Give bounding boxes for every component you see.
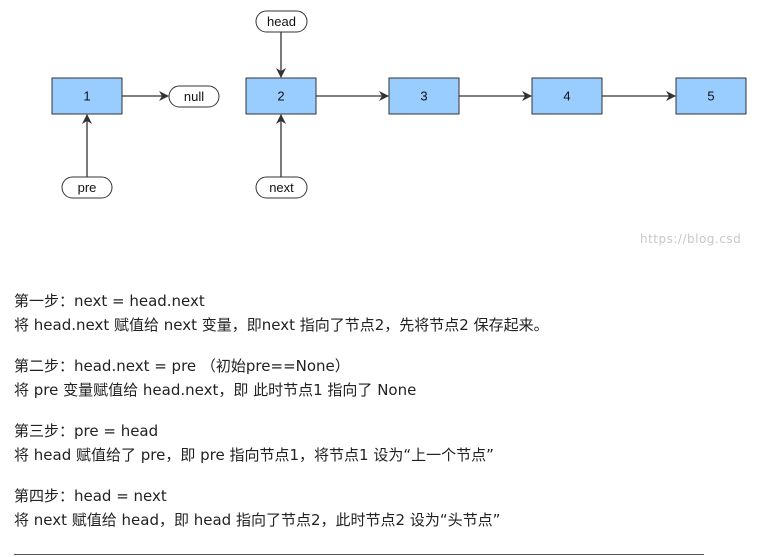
list-node-4: 4 bbox=[531, 77, 603, 115]
pointer-label: null bbox=[184, 89, 204, 104]
watermark-text: https://blog.csd bbox=[640, 232, 742, 246]
pointer-null: null bbox=[168, 85, 220, 108]
step-description: 将 next 赋值给 head，即 head 指向了节点2，此时节点2 设为“头… bbox=[14, 511, 501, 529]
step-title: 第四步：head = next bbox=[14, 487, 167, 505]
pointer-pill bbox=[255, 176, 308, 199]
pointer-head: head bbox=[255, 10, 308, 33]
step-1: 第一步：next = head.next 将 head.next 赋值给 nex… bbox=[14, 289, 754, 337]
step-list: 第一步：next = head.next 将 head.next 赋值给 nex… bbox=[14, 289, 754, 549]
node-label: 3 bbox=[420, 89, 427, 104]
step-4: 第四步：head = next 将 next 赋值给 head，即 head 指… bbox=[14, 484, 754, 532]
linked-list-diagram: 1 2 3 4 5 null head pre next bbox=[51, 10, 747, 199]
pointer-label: pre bbox=[78, 180, 97, 195]
step-description: 将 head.next 赋值给 next 变量，即next 指向了节点2，先将节… bbox=[14, 316, 549, 334]
pointer-pill bbox=[168, 85, 220, 108]
divider-line bbox=[14, 554, 704, 555]
node-box bbox=[388, 77, 460, 115]
step-description: 将 pre 变量赋值给 head.next，即 此时节点1 指向了 None bbox=[14, 381, 417, 399]
step-description: 将 head 赋值给了 pre，即 pre 指向节点1，将节点1 设为“上一个节… bbox=[14, 446, 494, 464]
node-box bbox=[531, 77, 603, 115]
node-box bbox=[245, 77, 317, 115]
node-box bbox=[51, 77, 123, 115]
node-label: 2 bbox=[277, 89, 284, 104]
pointer-pill bbox=[255, 10, 308, 33]
list-node-3: 3 bbox=[388, 77, 460, 115]
step-title: 第三步：pre = head bbox=[14, 422, 159, 440]
pointer-label: next bbox=[269, 180, 294, 195]
node-label: 5 bbox=[707, 89, 714, 104]
node-label: 1 bbox=[83, 89, 90, 104]
list-node-5: 5 bbox=[675, 77, 747, 115]
nodes-layer: 1 2 3 4 5 null head pre next bbox=[51, 10, 747, 199]
step-3: 第三步：pre = head 将 head 赋值给了 pre，即 pre 指向节… bbox=[14, 419, 754, 467]
pointer-pre: pre bbox=[61, 176, 113, 199]
pointer-label: head bbox=[267, 14, 296, 29]
step-title: 第一步：next = head.next bbox=[14, 292, 205, 310]
node-box bbox=[675, 77, 747, 115]
pointer-next: next bbox=[255, 176, 308, 199]
step-2: 第二步：head.next = pre （初始pre==None） 将 pre … bbox=[14, 354, 754, 402]
edges-layer bbox=[82, 32, 676, 177]
step-title: 第二步：head.next = pre （初始pre==None） bbox=[14, 357, 350, 375]
node-label: 4 bbox=[563, 89, 570, 104]
list-node-2: 2 bbox=[245, 77, 317, 115]
list-node-1: 1 bbox=[51, 77, 123, 115]
pointer-pill bbox=[61, 176, 113, 199]
